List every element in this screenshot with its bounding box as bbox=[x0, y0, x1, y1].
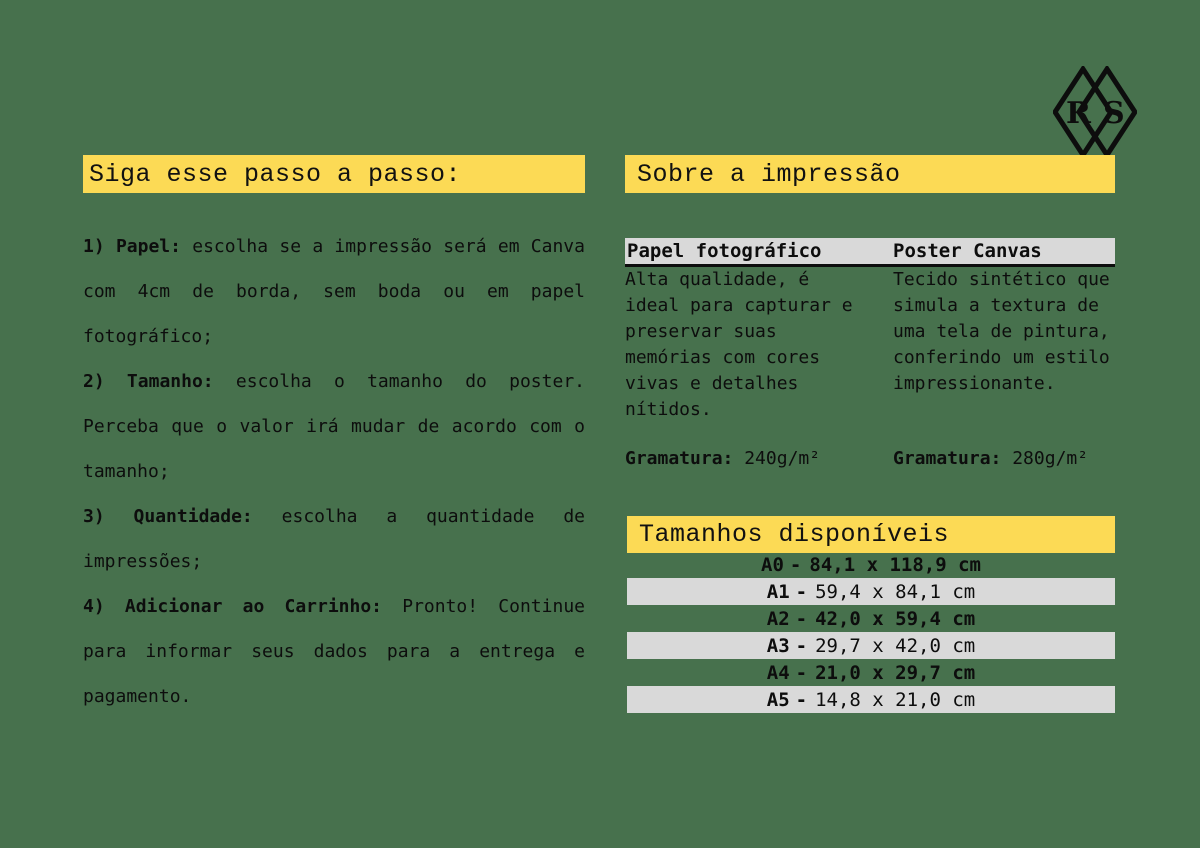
step-item-4: 4) Adicionar ao Carrinho: Pronto! Contin… bbox=[83, 584, 585, 719]
size-row-a3: A3-29,7 x 42,0 cm bbox=[627, 632, 1115, 659]
size-row-a0: A0-84,1 x 118,9 cm bbox=[761, 553, 981, 576]
brand-logo: R S bbox=[1053, 66, 1137, 158]
steps-section-header: Siga esse passo a passo: bbox=[83, 155, 585, 193]
step-4-label: 4) Adicionar ao Carrinho: bbox=[83, 596, 383, 617]
steps-list: 1) Papel: escolha se a impressão será em… bbox=[83, 224, 585, 719]
step-item-3: 3) Quantidade: escolha a quantidade de i… bbox=[83, 494, 585, 584]
paper-foto-title: Papel fotográfico bbox=[627, 240, 822, 262]
sizes-table: A0-84,1 x 118,9 cm A1-59,4 x 84,1 cm A2-… bbox=[627, 551, 1115, 713]
paper-compare-body: Alta qualidade, é ideal para capturar e … bbox=[625, 267, 1115, 423]
about-section-header: Sobre a impressão bbox=[625, 155, 1115, 193]
rs-diamonds-icon: R S bbox=[1053, 66, 1137, 158]
steps-header-label: Siga esse passo a passo: bbox=[89, 159, 462, 189]
step-item-1: 1) Papel: escolha se a impressão será em… bbox=[83, 224, 585, 359]
size-row-a2: A2-42,0 x 59,4 cm bbox=[766, 607, 976, 630]
paper-compare-header: Papel fotográfico Poster Canvas bbox=[625, 238, 1115, 267]
sizes-section-header: Tamanhos disponíveis bbox=[627, 516, 1115, 553]
step-1-text: escolha se a impressão será em Canva com… bbox=[83, 236, 585, 347]
poster-canvas-title: Poster Canvas bbox=[893, 240, 1042, 262]
gramatura-foto-value: 240g/m² bbox=[744, 448, 821, 469]
gramatura-row: Gramatura: 240g/m² Gramatura: 280g/m² bbox=[625, 448, 1115, 469]
size-row-a1: A1-59,4 x 84,1 cm bbox=[627, 578, 1115, 605]
step-2-label: 2) Tamanho: bbox=[83, 371, 214, 392]
size-row-a5: A5-14,8 x 21,0 cm bbox=[627, 686, 1115, 713]
step-3-text: escolha a quantidade de impressões; bbox=[83, 506, 586, 572]
paper-foto-description: Alta qualidade, é ideal para capturar e … bbox=[625, 269, 853, 420]
poster-canvas-description: Tecido sintético que simula a textura de… bbox=[893, 269, 1110, 394]
gramatura-canvas-value: 280g/m² bbox=[1012, 448, 1089, 469]
step-1-label: 1) Papel: bbox=[83, 236, 181, 257]
about-header-label: Sobre a impressão bbox=[637, 159, 901, 189]
logo-letter-r: R bbox=[1066, 96, 1092, 131]
logo-letter-s: S bbox=[1103, 96, 1125, 131]
step-2-text: escolha o tamanho do poster. Perceba que… bbox=[83, 371, 585, 482]
size-row-a4: A4-21,0 x 29,7 cm bbox=[766, 661, 976, 684]
sizes-header-label: Tamanhos disponíveis bbox=[639, 520, 950, 549]
gramatura-canvas-label: Gramatura: bbox=[893, 448, 1002, 469]
step-4-text: Pronto! Continue para informar seus dado… bbox=[83, 596, 585, 707]
gramatura-foto-label: Gramatura: bbox=[625, 448, 734, 469]
step-3-label: 3) Quantidade: bbox=[83, 506, 253, 527]
step-item-2: 2) Tamanho: escolha o tamanho do poster.… bbox=[83, 359, 585, 494]
